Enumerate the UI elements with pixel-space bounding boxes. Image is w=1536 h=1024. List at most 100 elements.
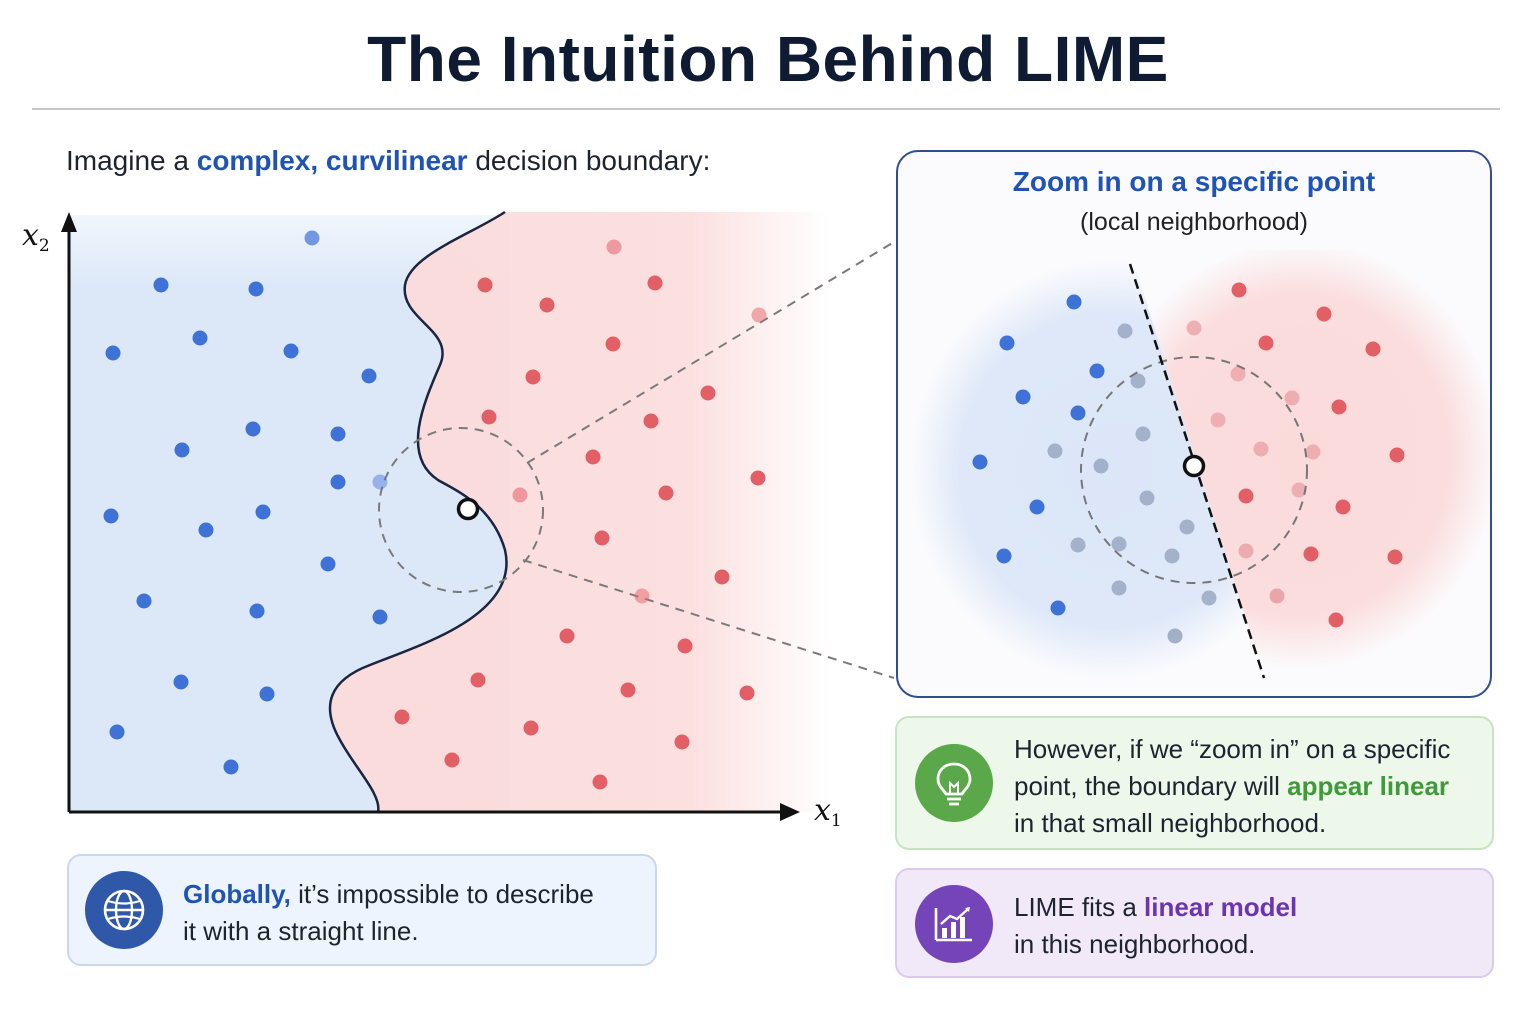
blue-point bbox=[259, 686, 275, 702]
zoom-red-point bbox=[1303, 546, 1319, 562]
zoom-blue-point bbox=[1015, 389, 1031, 405]
blue-point bbox=[283, 343, 299, 359]
zoom-red-point-faint bbox=[1284, 390, 1300, 406]
red-point bbox=[647, 275, 663, 291]
lime-card: LIME fits a linear model in this neighbo… bbox=[895, 868, 1494, 978]
blue-point bbox=[330, 474, 346, 490]
blue-point bbox=[153, 277, 169, 293]
blue-point bbox=[192, 330, 208, 346]
blue-point bbox=[109, 724, 125, 740]
local-line1: However, if we “zoom in” on a specific bbox=[1014, 734, 1451, 764]
red-point bbox=[525, 369, 541, 385]
lime-keyword: linear model bbox=[1144, 892, 1298, 922]
zoom-red-point bbox=[1238, 488, 1254, 504]
zoom-blue-point bbox=[1066, 294, 1082, 310]
main-points-red bbox=[394, 239, 767, 790]
zoom-red-point-faint bbox=[1238, 543, 1254, 559]
zoom-blue-point bbox=[1029, 499, 1045, 515]
global-keyword: Globally, bbox=[183, 879, 291, 909]
red-point bbox=[751, 307, 767, 323]
zoom-red-point bbox=[1389, 447, 1405, 463]
blue-point bbox=[330, 426, 346, 442]
y-axis-arrow bbox=[61, 212, 77, 232]
red-point bbox=[605, 336, 621, 352]
red-point bbox=[594, 530, 610, 546]
intro-suffix: decision boundary: bbox=[467, 145, 711, 176]
red-point bbox=[700, 385, 716, 401]
zoom-blue-point bbox=[1050, 600, 1066, 616]
local-neighborhood-circle bbox=[378, 427, 544, 593]
blue-point bbox=[372, 609, 388, 625]
zoom-red-point-faint bbox=[1291, 482, 1307, 498]
red-point bbox=[481, 409, 497, 425]
zoom-blue-point bbox=[996, 548, 1012, 564]
zoom-red-point bbox=[1258, 335, 1274, 351]
red-point bbox=[470, 672, 486, 688]
zoom-blue-point-faint bbox=[1111, 536, 1127, 552]
blue-point bbox=[198, 522, 214, 538]
zoom-blue-point-faint bbox=[1179, 519, 1195, 535]
global-line1: it’s impossible to describe bbox=[290, 879, 594, 909]
y-axis-label: x2 bbox=[22, 218, 50, 256]
zoom-blue-point-faint bbox=[1164, 548, 1180, 564]
blue-point bbox=[173, 674, 189, 690]
intro-keyword-complex: complex, bbox=[196, 145, 319, 176]
zoom-instance-point bbox=[1182, 454, 1206, 478]
global-card: Globally, it’s impossible to describe it… bbox=[67, 854, 657, 966]
main-points-blue bbox=[103, 230, 388, 775]
zoom-blue-point-faint bbox=[1117, 323, 1133, 339]
blue-point bbox=[255, 504, 271, 520]
blue-point bbox=[174, 442, 190, 458]
zoom-points bbox=[972, 282, 1405, 644]
zoom-red-point bbox=[1231, 282, 1247, 298]
zoom-blue-point-faint bbox=[1111, 580, 1127, 596]
red-point bbox=[674, 734, 690, 750]
zoom-blue-point bbox=[972, 454, 988, 470]
red-point bbox=[394, 709, 410, 725]
red-point bbox=[643, 413, 659, 429]
zoom-blue-point bbox=[999, 335, 1015, 351]
zoom-connector-bottom bbox=[522, 559, 895, 679]
red-point bbox=[512, 487, 528, 503]
zoom-blue-point-faint bbox=[1167, 628, 1183, 644]
blue-point bbox=[136, 593, 152, 609]
instance-point bbox=[456, 497, 480, 521]
x-axis-arrow bbox=[780, 803, 800, 821]
blue-point bbox=[248, 281, 264, 297]
red-point bbox=[658, 485, 674, 501]
x-axis-label: x1 bbox=[814, 793, 842, 831]
intro-prefix: Imagine a bbox=[66, 145, 197, 176]
zoom-neighborhood-circle bbox=[1080, 356, 1308, 584]
blue-point bbox=[249, 603, 265, 619]
red-point bbox=[539, 297, 555, 313]
zoom-blue-point-faint bbox=[1047, 443, 1063, 459]
red-point bbox=[477, 277, 493, 293]
zoom-red-point-faint bbox=[1305, 444, 1321, 460]
title-divider bbox=[32, 108, 1500, 110]
zoom-blue-point-faint bbox=[1135, 426, 1151, 442]
zoom-blue-point bbox=[1070, 405, 1086, 421]
blue-point bbox=[372, 474, 388, 490]
zoom-red-point-faint bbox=[1230, 366, 1246, 382]
zoom-red-point bbox=[1335, 499, 1351, 515]
zoom-red-point bbox=[1365, 341, 1381, 357]
red-point bbox=[739, 685, 755, 701]
intro-keyword-curvilinear: curvilinear bbox=[325, 145, 468, 176]
lightbulb-icon bbox=[915, 744, 993, 822]
zoom-red-point-faint bbox=[1269, 588, 1285, 604]
zoom-subtitle: (local neighborhood) bbox=[1080, 208, 1308, 236]
zoom-red-point-faint bbox=[1210, 412, 1226, 428]
zoom-red-point-faint bbox=[1186, 320, 1202, 336]
zoom-red-point-faint bbox=[1253, 441, 1269, 457]
intro-text: Imagine a complex, curvilinear decision … bbox=[66, 145, 710, 177]
blue-point bbox=[320, 556, 336, 572]
zoom-red-point bbox=[1331, 399, 1347, 415]
red-point bbox=[606, 239, 622, 255]
red-point bbox=[677, 638, 693, 654]
zoom-blue-point-faint bbox=[1139, 490, 1155, 506]
global-card-text: Globally, it’s impossible to describe it… bbox=[183, 876, 594, 950]
zoom-blue-point bbox=[1089, 363, 1105, 379]
zoom-red-point bbox=[1316, 306, 1332, 322]
globe-icon bbox=[85, 871, 163, 949]
